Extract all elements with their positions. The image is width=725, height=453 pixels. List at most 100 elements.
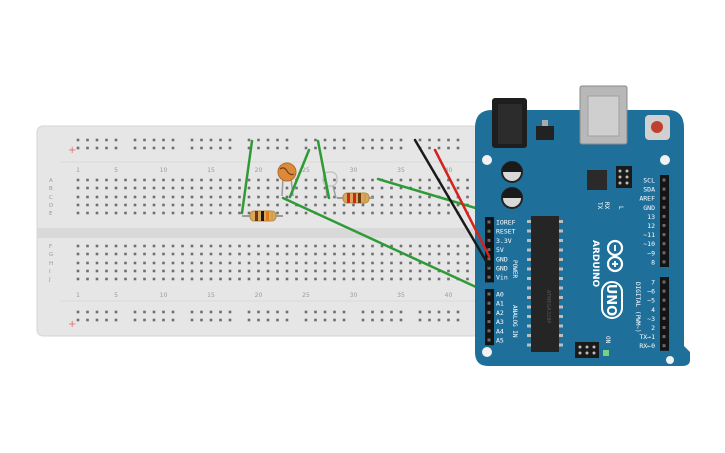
breadboard-hole[interactable]	[390, 269, 393, 273]
rail-hole[interactable]	[428, 146, 431, 150]
rail-hole[interactable]	[418, 138, 422, 142]
header-pin[interactable]	[662, 280, 666, 284]
breadboard-hole[interactable]	[190, 244, 194, 248]
breadboard-hole[interactable]	[133, 203, 137, 207]
rail-hole[interactable]	[86, 146, 89, 150]
breadboard-hole[interactable]	[276, 277, 279, 281]
rail-hole[interactable]	[333, 318, 336, 322]
breadboard-hole[interactable]	[105, 186, 108, 190]
rail-hole[interactable]	[285, 310, 289, 314]
breadboard-hole[interactable]	[428, 277, 431, 281]
breadboard-hole[interactable]	[437, 252, 441, 256]
breadboard-hole[interactable]	[181, 252, 184, 256]
breadboard-hole[interactable]	[247, 244, 251, 248]
rail-hole[interactable]	[371, 138, 374, 142]
wire-red[interactable]	[433, 148, 491, 258]
breadboard-hole[interactable]	[409, 252, 412, 256]
breadboard-hole[interactable]	[105, 178, 108, 182]
breadboard-hole[interactable]	[456, 261, 460, 265]
rail-hole[interactable]	[371, 146, 374, 150]
breadboard-hole[interactable]	[361, 269, 365, 273]
breadboard-hole[interactable]	[114, 195, 118, 199]
rail-hole[interactable]	[209, 146, 213, 150]
breadboard-hole[interactable]	[323, 211, 327, 215]
breadboard-hole[interactable]	[228, 178, 232, 182]
rail-hole[interactable]	[95, 146, 99, 150]
breadboard-hole[interactable]	[447, 261, 450, 265]
breadboard-hole[interactable]	[133, 244, 137, 248]
breadboard-hole[interactable]	[466, 269, 469, 273]
breadboard-hole[interactable]	[76, 277, 80, 281]
arduino-uno[interactable]: ATMEGA328P TX RX L ON ARDUINO UNO IOREFR…	[475, 85, 690, 366]
rail-hole[interactable]	[390, 146, 393, 150]
breadboard-hole[interactable]	[209, 261, 213, 265]
breadboard-hole[interactable]	[304, 211, 308, 215]
breadboard-hole[interactable]	[171, 195, 175, 199]
breadboard-hole[interactable]	[447, 269, 450, 273]
breadboard-hole[interactable]	[352, 252, 355, 256]
rail-hole[interactable]	[266, 310, 270, 314]
breadboard-hole[interactable]	[371, 261, 374, 265]
rail-hole[interactable]	[86, 318, 89, 322]
header-pin[interactable]	[487, 229, 491, 233]
breadboard-hole[interactable]	[447, 178, 450, 182]
header-pin[interactable]	[487, 275, 491, 279]
breadboard-hole[interactable]	[219, 261, 222, 265]
breadboard-hole[interactable]	[333, 203, 336, 207]
rail-hole[interactable]	[133, 138, 137, 142]
breadboard-hole[interactable]	[466, 252, 469, 256]
breadboard-hole[interactable]	[371, 277, 374, 281]
breadboard-hole[interactable]	[152, 252, 156, 256]
breadboard-hole[interactable]	[152, 211, 156, 215]
breadboard-hole[interactable]	[219, 252, 222, 256]
rail-hole[interactable]	[285, 146, 289, 150]
rail-hole[interactable]	[247, 310, 251, 314]
breadboard-hole[interactable]	[437, 277, 441, 281]
breadboard-hole[interactable]	[200, 178, 203, 182]
breadboard-hole[interactable]	[333, 269, 336, 273]
breadboard-hole[interactable]	[428, 269, 431, 273]
rail-hole[interactable]	[76, 318, 80, 322]
breadboard-hole[interactable]	[399, 269, 403, 273]
rail-hole[interactable]	[380, 146, 384, 150]
rail-hole[interactable]	[390, 310, 393, 314]
rail-hole[interactable]	[143, 310, 146, 314]
breadboard-hole[interactable]	[371, 186, 374, 190]
breadboard-hole[interactable]	[418, 186, 422, 190]
breadboard-hole[interactable]	[105, 195, 108, 199]
rail-hole[interactable]	[304, 310, 308, 314]
rail-hole[interactable]	[342, 146, 346, 150]
rail-hole[interactable]	[390, 138, 393, 142]
rail-hole[interactable]	[105, 310, 108, 314]
rail-hole[interactable]	[371, 310, 374, 314]
breadboard-hole[interactable]	[162, 178, 165, 182]
breadboard-hole[interactable]	[390, 186, 393, 190]
header-pin[interactable]	[487, 266, 491, 270]
breadboard-hole[interactable]	[390, 252, 393, 256]
rail-hole[interactable]	[399, 318, 403, 322]
breadboard-hole[interactable]	[437, 203, 441, 207]
rail-hole[interactable]	[200, 138, 203, 142]
breadboard-hole[interactable]	[95, 244, 99, 248]
rail-hole[interactable]	[219, 146, 222, 150]
breadboard-hole[interactable]	[209, 211, 213, 215]
rail-hole[interactable]	[361, 318, 365, 322]
rail-hole[interactable]	[152, 146, 156, 150]
breadboard-hole[interactable]	[200, 261, 203, 265]
breadboard-hole[interactable]	[285, 186, 289, 190]
breadboard-hole[interactable]	[295, 195, 298, 199]
breadboard-hole[interactable]	[238, 195, 241, 199]
rail-hole[interactable]	[228, 146, 232, 150]
rail-hole[interactable]	[314, 146, 317, 150]
rail-hole[interactable]	[418, 318, 422, 322]
breadboard-hole[interactable]	[266, 178, 270, 182]
rail-hole[interactable]	[380, 318, 384, 322]
rail-hole[interactable]	[257, 310, 260, 314]
breadboard-hole[interactable]	[114, 211, 118, 215]
breadboard-hole[interactable]	[124, 252, 127, 256]
breadboard-hole[interactable]	[409, 277, 412, 281]
breadboard-hole[interactable]	[323, 269, 327, 273]
breadboard-hole[interactable]	[181, 186, 184, 190]
breadboard-hole[interactable]	[171, 244, 175, 248]
breadboard-hole[interactable]	[361, 211, 365, 215]
